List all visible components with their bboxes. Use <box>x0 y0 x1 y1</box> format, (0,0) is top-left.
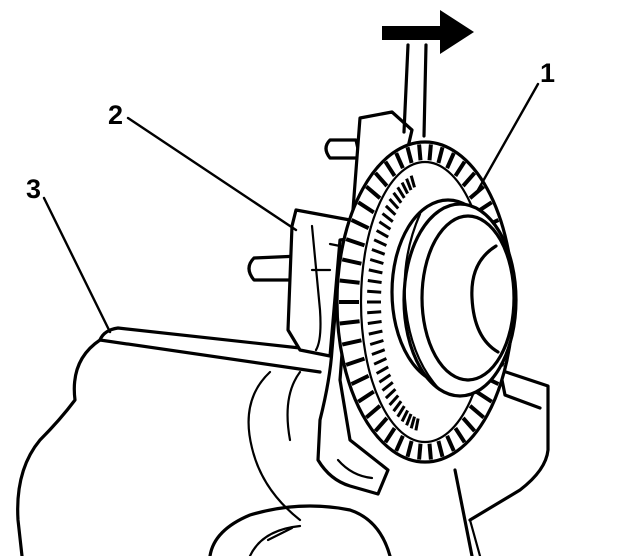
ring-tooth <box>445 152 456 170</box>
leader-3 <box>42 196 112 334</box>
ring-tooth <box>357 389 375 404</box>
ring-tooth <box>394 434 405 452</box>
knuckle-housing <box>16 326 550 556</box>
ring-tooth-inner <box>414 418 420 431</box>
ring-tooth <box>427 144 433 161</box>
hub-pilot <box>390 198 518 398</box>
ring-tooth-inner <box>400 409 409 423</box>
ring-tooth-inner <box>384 204 397 216</box>
ring-tooth <box>341 338 362 347</box>
ring-tooth <box>453 160 467 177</box>
ring-tooth-inner <box>388 394 400 407</box>
ring-tooth-inner <box>371 348 386 356</box>
leader-1 <box>476 82 540 192</box>
ring-tooth-inner <box>392 191 403 204</box>
ring-tooth <box>341 257 362 266</box>
ring-tooth <box>373 416 389 433</box>
ring-tooth-inner <box>369 258 384 265</box>
ring-tooth <box>339 278 360 285</box>
ring-tooth-inner <box>373 238 388 247</box>
ring-tooth-inner <box>368 268 383 275</box>
ring-tooth <box>365 184 382 200</box>
ring-tooth <box>350 218 370 230</box>
ring-tooth-inner <box>367 310 382 315</box>
ring-tooth-inner <box>367 320 382 325</box>
ring-tooth-inner <box>384 388 397 400</box>
ring-tooth <box>436 440 445 458</box>
ring-tooth <box>453 427 467 444</box>
ring-tooth <box>405 440 414 458</box>
ring-tooth <box>373 171 389 188</box>
callout-1: 1 <box>540 58 555 88</box>
ring-tooth-inner <box>392 400 403 413</box>
callout-2: 2 <box>108 100 123 130</box>
ring-tooth-inner <box>371 248 386 256</box>
sensor-cable <box>402 43 428 138</box>
ring-tooth-inner <box>368 329 383 336</box>
ring-tooth <box>365 404 382 420</box>
ring-tooth <box>357 200 375 215</box>
ring-tooth-inner <box>381 212 394 223</box>
hub-flange <box>247 110 414 496</box>
arrow-right-icon <box>382 10 474 54</box>
ring-tooth <box>475 389 493 404</box>
ring-tooth-inner <box>388 197 400 210</box>
ring-tooth-inner <box>375 229 389 239</box>
ring-tooth-inner <box>396 186 406 199</box>
ring-tooth <box>461 171 477 188</box>
ring-tooth-inner <box>369 339 384 346</box>
ring-tooth <box>445 434 456 452</box>
ring-tooth <box>345 356 366 367</box>
ring-tooth-inner <box>409 175 416 188</box>
ring-tooth <box>461 416 477 433</box>
ring-tooth-inner <box>405 413 413 426</box>
ring-tooth-inner <box>405 178 413 191</box>
ring-tooth <box>468 404 485 420</box>
ring-tooth <box>405 146 414 164</box>
ring-tooth <box>383 160 397 177</box>
ring-tooth-inner <box>373 357 388 366</box>
ring-tooth-inner <box>381 381 394 392</box>
ring-tooth <box>436 146 445 164</box>
callout-3: 3 <box>26 174 41 204</box>
ring-tooth <box>345 237 366 248</box>
ring-tooth-inner <box>367 279 382 284</box>
ring-tooth-inner <box>375 365 389 375</box>
ring-tooth-inner <box>378 220 392 231</box>
leader-2 <box>126 116 298 232</box>
ring-tooth <box>417 144 423 161</box>
ring-tooth <box>468 184 485 200</box>
ring-tooth-inner <box>378 373 392 384</box>
ring-tooth <box>350 374 370 386</box>
ring-tooth-inner <box>400 181 409 195</box>
ring-tooth-inner <box>367 289 382 294</box>
ring-tooth <box>427 443 433 460</box>
ring-tooth <box>383 427 397 444</box>
ring-tooth <box>417 443 423 460</box>
ring-tooth <box>339 319 360 326</box>
ring-tooth <box>394 152 405 170</box>
ring-tooth-inner <box>396 405 406 418</box>
ring-tooth-inner <box>409 416 416 429</box>
